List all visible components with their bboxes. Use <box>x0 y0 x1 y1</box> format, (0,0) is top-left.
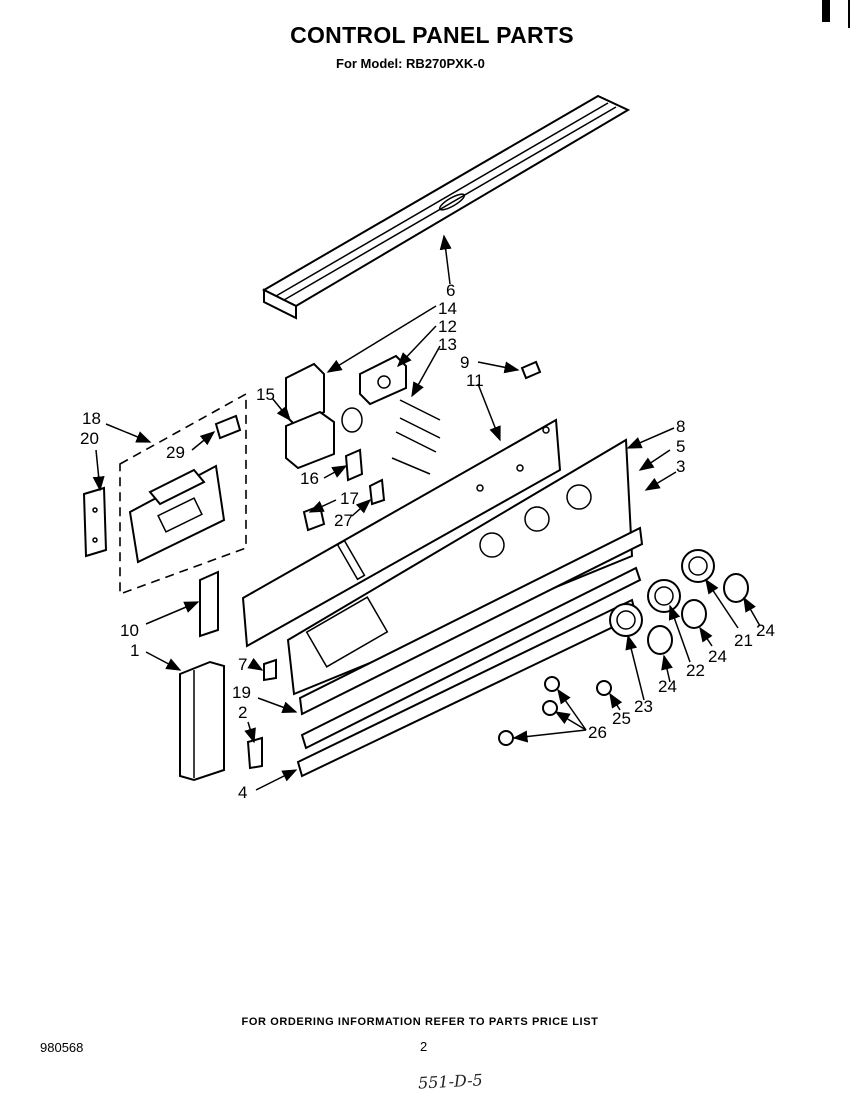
thermostat <box>359 354 407 406</box>
callout-13: 13 <box>438 335 457 354</box>
page-number: 2 <box>420 1039 428 1054</box>
callout-26: 26 <box>588 723 607 742</box>
callout-10: 10 <box>120 621 139 640</box>
callout-24: 24 <box>756 621 775 640</box>
callout-1: 1 <box>130 641 139 660</box>
callout-8: 8 <box>676 417 685 436</box>
control-knobs <box>647 573 749 655</box>
trim-strip-lower <box>300 566 642 750</box>
clock-display-module <box>128 464 226 564</box>
handwritten-note: 551-D-5 <box>417 1070 484 1093</box>
page-title: CONTROL PANEL PARTS <box>290 22 574 48</box>
side-clip <box>246 736 263 770</box>
nuts <box>498 676 612 746</box>
callout-14: 14 <box>438 299 457 318</box>
callout-25: 25 <box>612 709 631 728</box>
bracket-clip <box>344 448 364 482</box>
ordering-note: FOR ORDERING INFORMATION REFER TO PARTS … <box>241 1016 599 1028</box>
callout-6: 6 <box>446 281 455 300</box>
knob-bezels <box>609 549 715 637</box>
corner-bracket-mark <box>848 0 864 28</box>
trim-strip-upper <box>298 526 644 716</box>
sealing-ring <box>341 407 363 433</box>
callout-4: 4 <box>238 783 247 802</box>
wire-clip <box>368 478 386 506</box>
assembly-boundary <box>119 392 247 596</box>
callout-2: 2 <box>238 703 247 722</box>
callout-5: 5 <box>676 437 685 456</box>
console-back-frame <box>241 418 562 648</box>
callout-24: 24 <box>708 647 727 666</box>
callout-11: 11 <box>466 371 484 390</box>
callout-16: 16 <box>300 469 319 488</box>
document-number: 980568 <box>40 1040 84 1055</box>
small-spacer <box>263 658 277 682</box>
support-bracket <box>199 570 219 638</box>
callout-24: 24 <box>658 677 677 696</box>
callout-7: 7 <box>238 655 247 674</box>
callout-21: 21 <box>734 631 753 650</box>
control-panel-backplate <box>286 438 634 696</box>
callout-19: 19 <box>232 683 251 702</box>
callout-labels: 6 14 12 13 9 11 15 18 20 29 16 17 27 8 5… <box>80 281 775 802</box>
callout-29: 29 <box>166 443 185 462</box>
end-cap <box>179 660 225 782</box>
callout-27: 27 <box>334 511 353 530</box>
corner-mark <box>822 0 830 22</box>
callout-9: 9 <box>460 353 469 372</box>
mounting-bracket <box>82 486 108 558</box>
indicator-lights <box>391 399 441 475</box>
top-trim-channel <box>261 94 631 320</box>
callout-20: 20 <box>80 429 99 448</box>
callout-23: 23 <box>634 697 653 716</box>
callout-12: 12 <box>438 317 457 336</box>
lamp-socket <box>214 414 242 440</box>
callout-leaders <box>92 234 761 791</box>
model-subtitle: For Model: RB270PXK-0 <box>336 56 485 71</box>
callout-18: 18 <box>82 409 101 428</box>
callout-22: 22 <box>686 661 705 680</box>
clip-part <box>520 360 542 380</box>
callout-3: 3 <box>676 457 685 476</box>
callout-15: 15 <box>256 385 275 404</box>
timer-module <box>285 410 335 470</box>
callout-17: 17 <box>340 489 359 508</box>
